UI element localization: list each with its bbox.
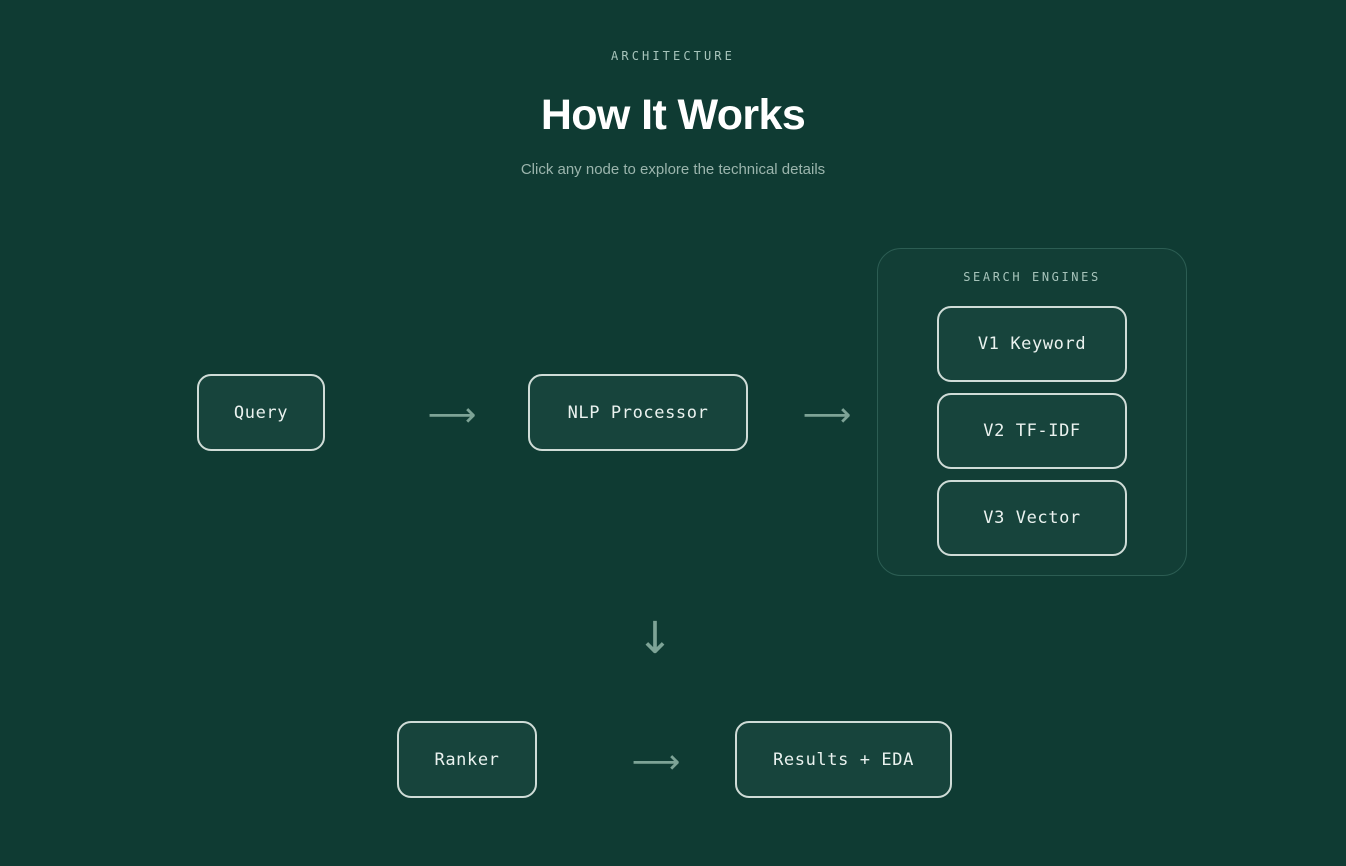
node-ranker[interactable]: Ranker (397, 721, 537, 798)
page-subtitle: Click any node to explore the technical … (520, 161, 826, 178)
arrow-down-icon: ↓ (636, 613, 674, 664)
search-engines-label: SEARCH ENGINES (963, 270, 1101, 284)
node-query[interactable]: Query (197, 374, 325, 451)
page-title: How It Works (540, 91, 806, 139)
node-nlp-processor[interactable]: NLP Processor (528, 374, 748, 451)
search-engines-panel: SEARCH ENGINES V1 Keyword V2 TF-IDF V3 V… (877, 248, 1187, 576)
page-header: ARCHITECTURE How It Works Click any node… (0, 0, 1346, 180)
node-engine-v2-tfidf[interactable]: V2 TF-IDF (937, 393, 1127, 469)
section-eyebrow: ARCHITECTURE (611, 49, 735, 63)
arrow-right-icon: ⟶ (427, 395, 477, 435)
node-engine-v1-keyword[interactable]: V1 Keyword (937, 306, 1127, 382)
node-results-eda[interactable]: Results + EDA (735, 721, 952, 798)
node-engine-v3-vector[interactable]: V3 Vector (937, 480, 1127, 556)
arrow-right-icon: ⟶ (802, 395, 852, 435)
arrow-right-icon: ⟶ (631, 742, 681, 782)
